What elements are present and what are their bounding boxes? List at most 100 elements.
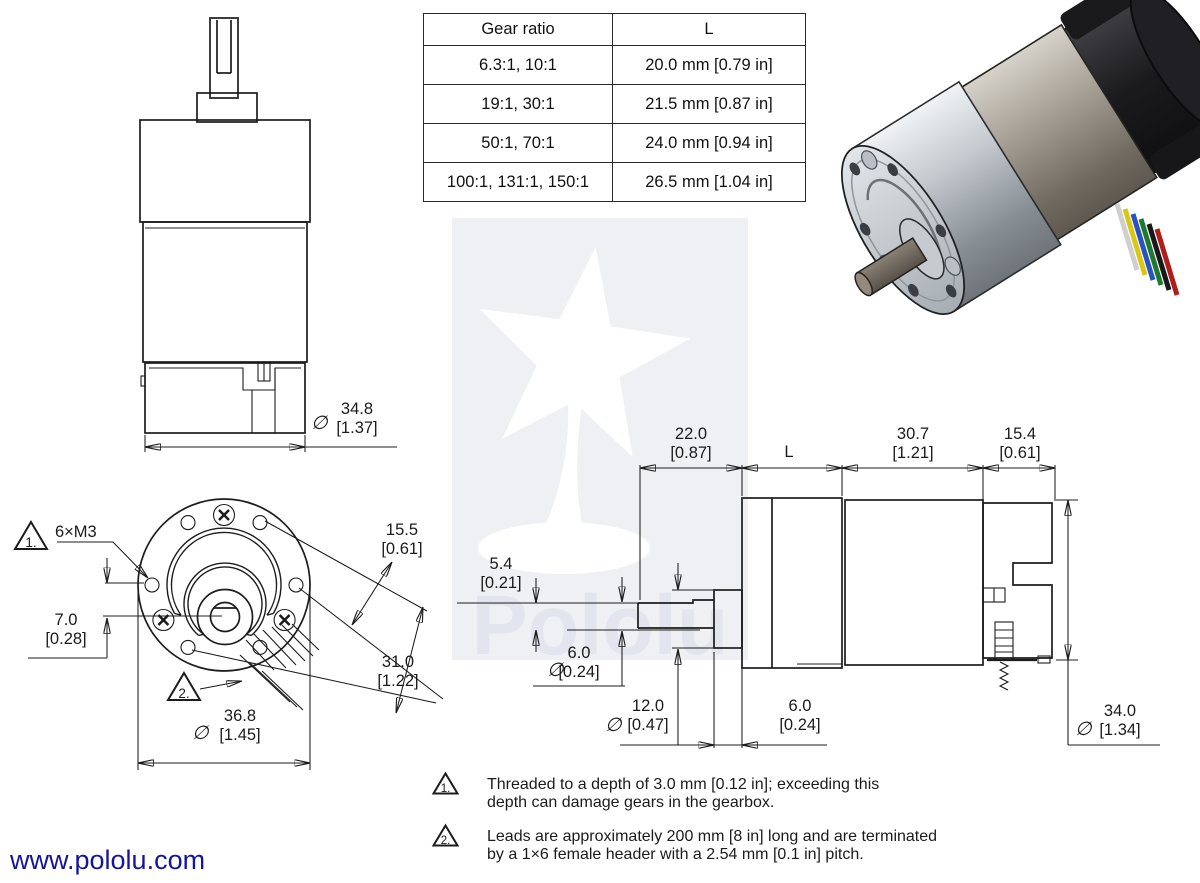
assembly-screws xyxy=(152,503,296,632)
cell-gear-ratio: 19:1, 30:1 xyxy=(423,84,613,124)
gear-ratio-table: Gear ratio L 6.3:1, 10:1 20.0 mm [0.79 i… xyxy=(423,13,806,202)
cell-gear-ratio: 6.3:1, 10:1 xyxy=(423,45,613,85)
encoder-cap-details xyxy=(140,362,301,433)
side-view-drawing xyxy=(457,405,1160,780)
dim-in: [1.21] xyxy=(892,444,934,462)
note-1-text: Threaded to a depth of 3.0 mm [0.12 in];… xyxy=(487,776,879,811)
dim-encoder-length: 15.4 [0.61] xyxy=(999,425,1040,463)
cell-gear-ratio: 100:1, 131:1, 150:1 xyxy=(423,162,613,202)
cell-l-value: 20.0 mm [0.79 in] xyxy=(612,45,806,85)
note-2-text: Leads are approximately 200 mm [8 in] lo… xyxy=(487,828,937,863)
pololu-watermark: Pololu xyxy=(452,218,748,672)
palm-star-shape xyxy=(479,247,691,457)
lead-wires-hatch xyxy=(239,623,320,711)
callout-triangle-2: 2. xyxy=(166,671,202,702)
dim-top-body-diameter: 34.8 [1.37] xyxy=(336,400,377,438)
output-shaft-side xyxy=(637,589,743,649)
dim-in: [1.37] xyxy=(336,419,378,437)
dim-boss-length: 6.0 [0.24] xyxy=(779,697,820,735)
dim-mm: 31.0 xyxy=(381,653,415,671)
dim-gearbox-diameter: 36.8 [1.45] xyxy=(219,707,260,745)
dim-in: [0.24] xyxy=(779,716,821,734)
dim-mm: 30.7 xyxy=(896,425,930,443)
note-triangle-2: 2. xyxy=(431,823,460,847)
dim-in: [0.28] xyxy=(45,630,87,648)
dim-mm: 15.4 xyxy=(1003,425,1037,443)
dim-l-label: L xyxy=(784,443,794,461)
dim-mm: 36.8 xyxy=(223,707,257,725)
cell-gear-ratio: 50:1, 70:1 xyxy=(423,123,613,163)
palm-trunk-shape xyxy=(540,400,586,540)
front-view-dimension-lines xyxy=(28,520,444,770)
dim-in: [0.61] xyxy=(381,540,423,558)
cell-l-value: 26.5 mm [1.04 in] xyxy=(612,162,806,202)
face-crescent xyxy=(866,178,943,261)
dim-mm: 12.0 xyxy=(631,697,665,715)
note-number: 1. xyxy=(440,783,451,795)
table-row: 19:1, 30:1 21.5 mm [0.87 in] xyxy=(423,84,806,124)
encoder-cap-end xyxy=(1129,0,1200,129)
table-header-row: Gear ratio L xyxy=(423,13,806,46)
encoder-connector-details xyxy=(982,587,1051,691)
dim-boss-diameter: 12.0 [0.47] xyxy=(627,697,668,735)
dim-in: [0.47] xyxy=(627,716,669,734)
dim-shaft-length: 22.0 [0.87] xyxy=(670,425,711,463)
shaft-end-3d xyxy=(854,271,873,297)
diameter-symbol: ∅ xyxy=(547,660,564,681)
diameter-symbol: ∅ xyxy=(192,723,209,744)
dim-mm: 34.8 xyxy=(340,400,374,418)
callout-number: 2. xyxy=(178,686,190,701)
encoder-cap-outline-side xyxy=(982,502,1053,659)
dim-in: [0.24] xyxy=(558,663,600,681)
front-view-drawing xyxy=(28,498,444,770)
pololu-logo-watermark: Pololu xyxy=(472,247,728,672)
gearbox-outline-side xyxy=(741,497,843,669)
pololu-url-text: www.pololu.com xyxy=(10,845,206,875)
dim-in: [0.61] xyxy=(999,444,1041,462)
side-view-dimension-lines xyxy=(457,465,1160,748)
lead-wires-3d xyxy=(1114,203,1180,296)
dim-shaft-flat: 5.4 [0.21] xyxy=(480,555,521,593)
dim-mm: 22.0 xyxy=(674,425,708,443)
dim-bolt-circle: 31.0 [1.22] xyxy=(377,653,418,691)
top-view-dimension-lines xyxy=(144,435,397,452)
watermark-brand-text: Pololu xyxy=(472,578,729,672)
table-row: 6.3:1, 10:1 20.0 mm [0.79 in] xyxy=(423,45,806,85)
dim-mm: 34.0 xyxy=(1103,702,1137,720)
motor-outline-top xyxy=(139,17,311,434)
dim-gearbox-length: L xyxy=(784,443,793,462)
note-line: depth can damage gears in the gearbox. xyxy=(487,793,775,811)
note-number: 2. xyxy=(440,835,451,847)
gearmotor-product-photo xyxy=(840,0,1200,316)
cell-l-value: 21.5 mm [0.87 in] xyxy=(612,84,806,124)
dim-in: [0.87] xyxy=(670,444,712,462)
thread-spec-label: 6×M3 xyxy=(55,523,97,541)
dim-in: [0.21] xyxy=(480,574,522,592)
table-row: 50:1, 70:1 24.0 mm [0.94 in] xyxy=(423,123,806,163)
dim-in: [1.22] xyxy=(377,672,419,690)
dim-in: [1.45] xyxy=(219,726,261,744)
palm-mound-shape xyxy=(478,522,650,574)
col-header-l: L xyxy=(612,13,806,46)
diameter-symbol: ∅ xyxy=(311,413,328,434)
dim-motor-length: 30.7 [1.21] xyxy=(892,425,933,463)
face-bolt-holes xyxy=(849,162,957,298)
dim-mm: 15.5 xyxy=(385,521,419,539)
dim-hole-spacing: 15.5 [0.61] xyxy=(381,521,422,559)
encoder-cap-fin xyxy=(1060,0,1132,40)
table-row: 100:1, 131:1, 150:1 26.5 mm [1.04 in] xyxy=(423,162,806,202)
gearbox-face-outline xyxy=(137,498,311,672)
diameter-symbol: ∅ xyxy=(1075,719,1092,740)
motor-body-outline-side xyxy=(844,499,984,666)
dim-body-diameter: 34.0 [1.34] xyxy=(1099,702,1140,740)
note-line: by a 1×6 female header with a 2.54 mm [0… xyxy=(487,845,864,863)
dim-mm: 6.0 xyxy=(567,644,591,662)
top-view-drawing xyxy=(139,17,397,452)
note-line: Leads are approximately 200 mm [8 in] lo… xyxy=(487,828,938,845)
diameter-symbol: ∅ xyxy=(605,715,622,736)
callout-number: 1. xyxy=(25,535,37,550)
dim-shaft-diameter: 6.0 [0.24] xyxy=(558,644,599,682)
callout-triangle-1: 1. xyxy=(13,520,49,551)
encoder-cap-fin xyxy=(1149,123,1200,180)
